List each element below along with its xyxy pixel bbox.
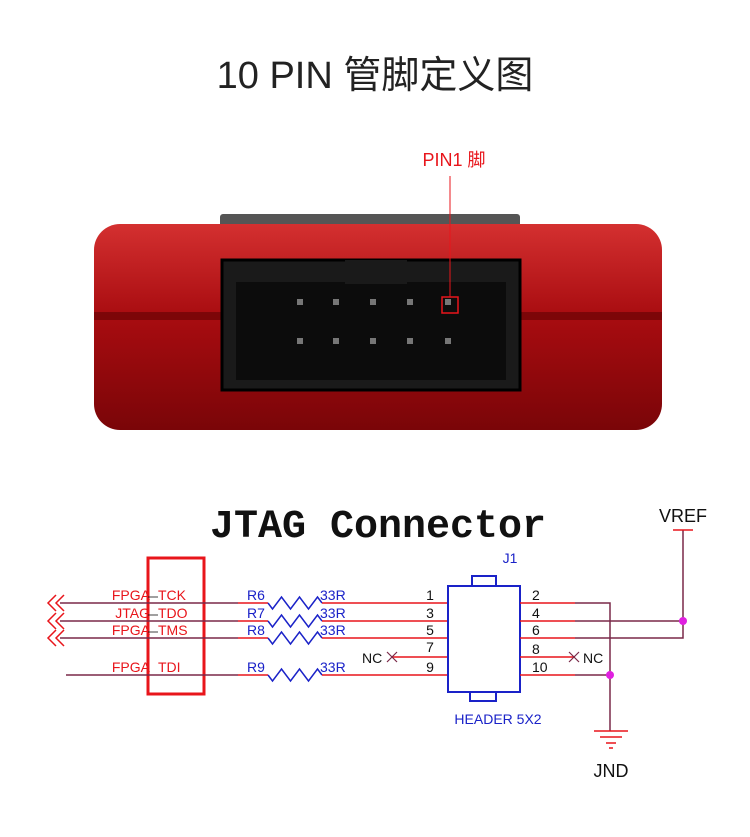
connector-pin xyxy=(407,299,413,305)
net-prefix: FPGA xyxy=(112,622,151,638)
net-prefix: FPGA xyxy=(112,659,151,675)
header-5x2 xyxy=(447,575,521,702)
connector-pin xyxy=(370,299,376,305)
pin-number: 10 xyxy=(532,659,548,675)
resistor-ref: R6 xyxy=(247,587,265,603)
vref-label: VREF xyxy=(659,506,707,526)
device-photo xyxy=(94,214,662,430)
net-prefix: JTAG xyxy=(115,605,150,621)
port-arrow-icon xyxy=(46,612,65,630)
signal-highlight-box xyxy=(146,556,206,696)
net-name: TDI xyxy=(158,659,181,675)
pin-number: 3 xyxy=(426,605,434,621)
pin-number: 1 xyxy=(426,587,434,603)
signal-tms: FPGA TMS R8 33R 5 xyxy=(46,622,448,647)
resistor-value: 33R xyxy=(320,622,346,638)
resistor-ref: R8 xyxy=(247,622,265,638)
gnd-label: JND xyxy=(594,761,629,781)
header-part: HEADER 5X2 xyxy=(454,711,541,727)
connector-pin xyxy=(333,299,339,305)
net-prefix: FPGA xyxy=(112,587,151,603)
pin-number: 6 xyxy=(532,622,540,638)
resistor-icon xyxy=(267,630,323,646)
net-name: TDO xyxy=(158,605,188,621)
resistor-ref: R9 xyxy=(247,659,265,675)
resistor-value: 33R xyxy=(320,659,346,675)
nc-x-icon xyxy=(568,651,580,663)
resistor-value: 33R xyxy=(320,605,346,621)
resistor-icon xyxy=(267,613,323,629)
connector-pin xyxy=(407,338,413,344)
pin1-label: PIN1 脚 xyxy=(422,150,485,170)
nc-x-icon xyxy=(386,651,398,663)
pin-number: 2 xyxy=(532,587,540,603)
resistor-ref: R7 xyxy=(247,605,265,621)
pin-7-number: 7 xyxy=(426,639,434,655)
resistor-value: 33R xyxy=(320,587,346,603)
signal-tdo: JTAG TDO R7 33R 3 xyxy=(46,605,448,630)
net-name: TMS xyxy=(158,622,188,638)
net-name: TCK xyxy=(158,587,187,603)
nc-label-pin8: NC xyxy=(583,650,603,666)
pin-number: 9 xyxy=(426,659,434,675)
page-title: 10 PIN 管脚定义图 xyxy=(217,55,534,97)
vref-junction xyxy=(679,617,687,625)
connector-pin xyxy=(445,299,451,305)
pin-number: 5 xyxy=(426,622,434,638)
nc-label-pin7: NC xyxy=(362,650,382,666)
schematic-heading: JTAG Connector xyxy=(210,505,546,550)
signal-tck: FPGA TCK R6 33R 1 xyxy=(46,587,448,612)
signal-tdi: FPGA TDI R9 33R 9 xyxy=(66,659,448,683)
resistor-icon xyxy=(267,595,323,611)
pin-number: 8 xyxy=(532,641,540,657)
resistor-icon xyxy=(267,667,323,683)
pin-number: 4 xyxy=(532,605,540,621)
connector-pin xyxy=(333,338,339,344)
port-arrow-icon xyxy=(46,594,65,612)
connector-pin xyxy=(445,338,451,344)
connector-pin xyxy=(297,338,303,344)
header-ref: J1 xyxy=(503,550,518,566)
port-arrow-icon xyxy=(46,629,65,647)
gnd-junction xyxy=(606,671,614,679)
connector-pin xyxy=(370,338,376,344)
connector-pin xyxy=(297,299,303,305)
